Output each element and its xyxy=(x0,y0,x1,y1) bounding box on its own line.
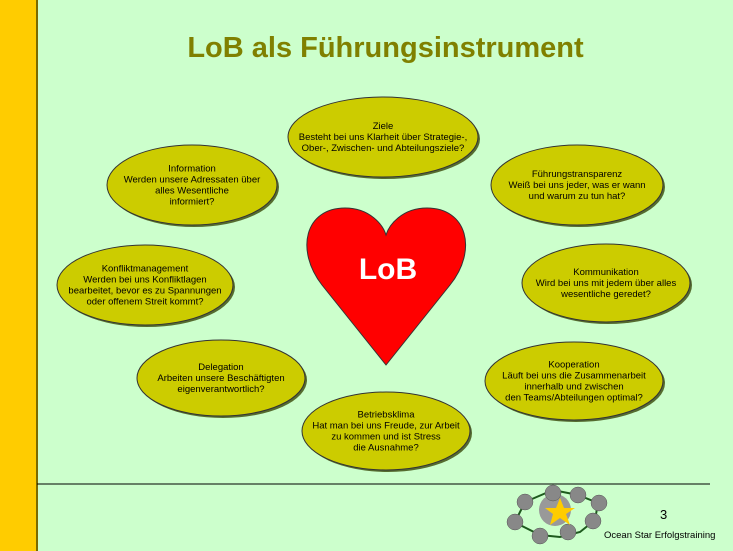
ellipse-shape xyxy=(136,339,306,417)
topic-question-line: informiert? xyxy=(170,197,215,208)
topic-heading: Kooperation xyxy=(548,360,599,371)
heart-shape xyxy=(306,207,466,366)
topic-question-line: innerhalb und zwischen xyxy=(524,382,623,393)
center-label: LoB xyxy=(359,253,417,286)
topic-question-line: den Teams/Abteilungen optimal? xyxy=(505,393,643,404)
topic-heading: Führungstransparenz xyxy=(532,169,623,180)
footer-text: Ocean Star Erfolgstraining xyxy=(604,530,716,541)
topic-question-line: bearbeitet, bevor es zu Spannungen xyxy=(68,286,221,297)
ellipse-shape xyxy=(490,144,664,226)
ellipse-shape xyxy=(521,243,691,323)
topic-question-line: Arbeiten unsere Beschäftigten xyxy=(157,373,284,384)
ocean-star-logo xyxy=(506,484,608,545)
topic-heading: Ziele xyxy=(373,121,394,132)
topic-heading: Kommunikation xyxy=(573,267,638,278)
topic-question-line: Weiß bei uns jeder, was er wann xyxy=(508,180,645,191)
topic-question-line: Hat man bei uns Freude, zur Arbeit xyxy=(312,421,460,432)
topic-heading: Betriebsklima xyxy=(357,410,415,421)
topic-question-line: oder offenem Streit kommt? xyxy=(86,297,203,308)
topic-question-line: alles Wesentliche xyxy=(155,186,229,197)
ellipse-shape xyxy=(484,341,664,421)
slide-title: LoB als Führungsinstrument xyxy=(187,32,584,64)
topic-heading: Information xyxy=(168,164,216,175)
topic-heading: Delegation xyxy=(198,362,243,373)
star-icon xyxy=(545,498,575,525)
ellipse-shape xyxy=(301,391,471,471)
ellipse-shape xyxy=(287,96,479,178)
topic-question-line: Besteht bei uns Klarheit über Strategie-… xyxy=(299,132,467,143)
page-number: 3 xyxy=(660,507,668,522)
topic-question-line: Ober-, Zwischen- und Abteilungsziele? xyxy=(302,143,465,154)
ellipse-shape xyxy=(106,144,278,226)
topic-question-line: die Ausnahme? xyxy=(353,443,419,454)
ellipse-shape xyxy=(56,244,234,326)
topic-question-line: Wird bei uns mit jedem über alles xyxy=(536,278,677,289)
topic-question-line: und warum zu tun hat? xyxy=(529,191,626,202)
topic-heading: Konfliktmanagement xyxy=(102,264,189,275)
topic-question-line: Läuft bei uns die Zusammenarbeit xyxy=(502,371,646,382)
topic-question-line: zu kommen und ist Stress xyxy=(331,432,441,443)
topic-question-line: wesentliche geredet? xyxy=(560,289,651,300)
topic-question-line: eigenverantwortlich? xyxy=(177,384,264,395)
sidebar-bar xyxy=(0,0,38,551)
topic-question-line: Werden bei uns Konfliktlagen xyxy=(83,275,206,286)
topic-question-line: Werden unsere Adressaten über xyxy=(124,175,261,186)
